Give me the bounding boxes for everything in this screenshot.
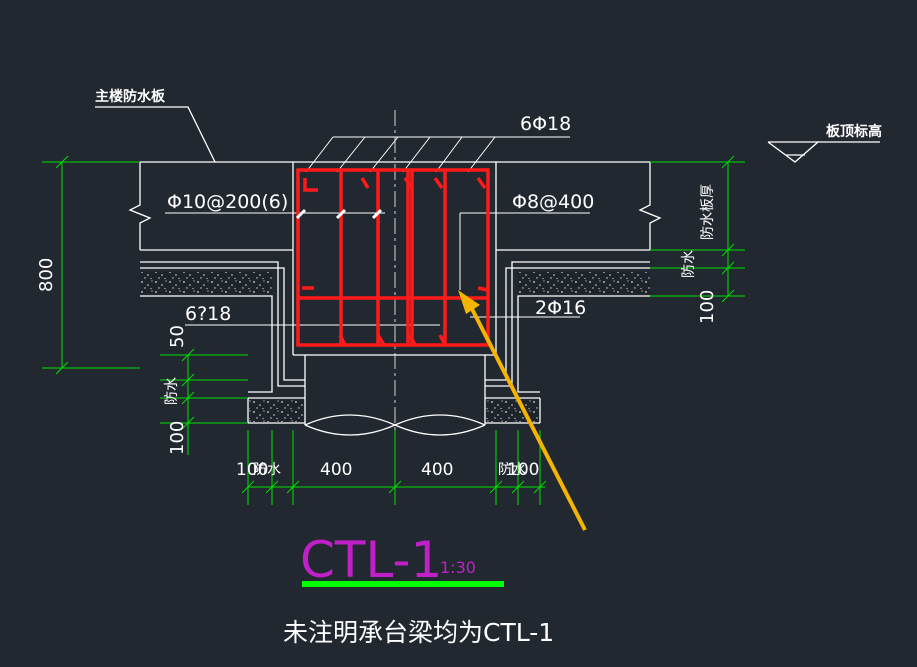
stirrups-label: Φ10@200(6) — [167, 191, 288, 213]
stirrup-slash-marks — [295, 208, 383, 220]
slab-top-elevation-label: 板顶标高 — [826, 123, 882, 140]
dim-right-100: 100 — [697, 290, 718, 324]
general-note: 未注明承台梁均为CTL-1 — [283, 618, 554, 647]
top-bars-label: 6Φ18 — [520, 113, 571, 135]
bottom-bars-label: 6?18 — [185, 303, 231, 325]
waterproof-slab-thickness-label: 防水板厚 — [700, 184, 716, 240]
annotation-arrow — [458, 290, 587, 531]
dim-left-100: 100 — [167, 421, 188, 455]
drawing-title: CTL-1 — [300, 531, 442, 589]
dim-bottom-400-left: 400 — [320, 460, 352, 480]
waterproof-left-label: 防水 — [164, 377, 180, 405]
title-underline — [302, 581, 504, 587]
left-cushion-hatch — [249, 400, 304, 422]
right-cushion-hatch — [486, 400, 539, 422]
dim-bottom-left-waterproof: 防水 — [253, 462, 281, 478]
main-waterproof-slab-label: 主楼防水板 — [95, 88, 166, 105]
dim-bottom-400-right: 400 — [421, 460, 453, 480]
dim-left-50: 50 — [167, 325, 188, 348]
rebar-cage — [296, 168, 490, 347]
waist-bars-label: 2Φ16 — [535, 297, 586, 319]
left-slab-hatch — [140, 272, 272, 294]
dim-bottom-left-100: 100 — [236, 460, 268, 480]
structure-outline — [95, 106, 880, 436]
dimension-lines — [42, 155, 745, 505]
dim-bottom-right-100: 100 — [507, 460, 539, 480]
side-bars-label: Φ8@400 — [512, 191, 594, 213]
waterproof-right-label: 防水 — [681, 250, 697, 278]
dim-bottom-right-waterproof: 防水 — [498, 462, 526, 478]
right-slab-hatch — [518, 272, 650, 294]
dim-800: 800 — [36, 258, 57, 292]
drawing-scale: 1:30 — [440, 558, 476, 577]
